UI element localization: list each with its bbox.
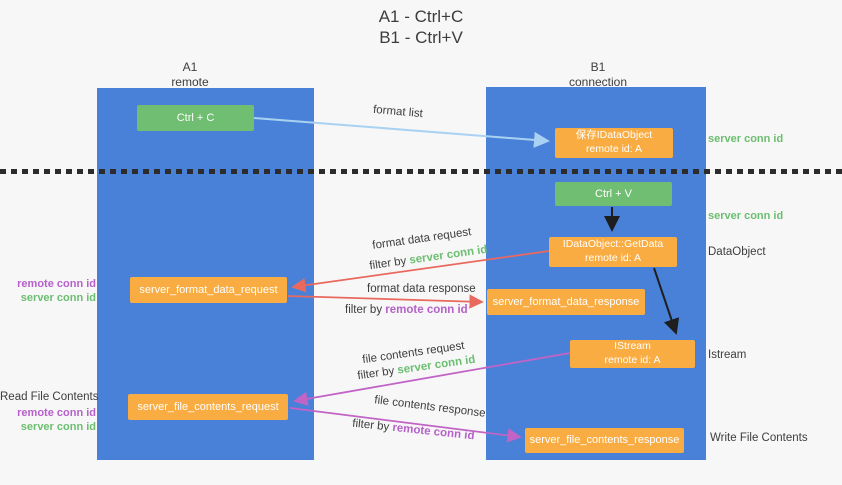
node-save-idataobject-line2: remote id: A (585, 143, 643, 155)
node-server-format-data-request: server_format_data_request (130, 277, 287, 303)
right-label-server-conn-id-2: server conn id (708, 210, 784, 222)
file-contents-response-arrow (289, 407, 522, 443)
node-ctrl-c: Ctrl + C (137, 105, 254, 131)
filter-by-text: filter by (345, 304, 383, 316)
node-getdata-line1: IDataObject::GetData (562, 238, 664, 251)
right-label-server-conn-id-1: server conn id (708, 133, 784, 145)
right-label-dataobject: DataObject (708, 246, 766, 258)
node-save-idataobject-line1: 保存IDataObject (575, 129, 653, 142)
node-istream-line1: IStream (614, 340, 651, 353)
lane-b1-role: connection (568, 74, 628, 89)
left-label-server-conn-id-1: server conn id (20, 292, 96, 304)
lane-header-a1: A1 remote (130, 60, 250, 89)
title-line-2: B1 - Ctrl+V (379, 27, 463, 47)
session-divider-dotted-line (0, 169, 842, 174)
lane-a1-role: remote (171, 74, 209, 89)
left-label-remote-conn-id-1: remote conn id (17, 278, 96, 290)
left-label-server-conn-id-2: server conn id (20, 421, 96, 433)
edge-label-filter-by-remote-conn-id-1: filter by remote conn id (345, 304, 468, 316)
title-line-1: A1 - Ctrl+C (378, 7, 464, 26)
format-data-request-arrow (291, 250, 550, 293)
node-save-idataobject: 保存IDataObject remote id: A (555, 128, 673, 158)
node-server-format-data-response: server_format_data_response (487, 289, 645, 315)
node-idataobject-getdata: IDataObject::GetData remote id: A (549, 237, 677, 267)
node-ctrl-v: Ctrl + V (555, 182, 672, 206)
node-istream-line2: remote id: A (604, 354, 661, 366)
getdata-to-istream-arrow (653, 267, 680, 335)
file-contents-request-arrow (293, 352, 571, 406)
lane-b1-name: B1 (590, 60, 606, 74)
left-label-remote-conn-id-2: remote conn id (17, 407, 96, 419)
node-server-file-contents-request: server_file_contents_request (128, 394, 288, 420)
right-label-istream: Istream (708, 349, 747, 361)
node-getdata-line2: remote id: A (584, 252, 642, 264)
edge-label-format-data-response: format data response (367, 283, 476, 295)
diagram-title: A1 - Ctrl+C B1 - Ctrl+V (0, 7, 842, 48)
node-istream: IStream remote id: A (570, 340, 695, 368)
lane-a1-name: A1 (182, 60, 198, 74)
format-list-arrow (253, 117, 550, 148)
lane-header-b1: B1 connection (538, 60, 658, 89)
node-server-file-contents-response: server_file_contents_response (525, 428, 684, 453)
remote-conn-id-text: remote conn id (385, 304, 468, 316)
right-label-write-file-contents: Write File Contents (710, 432, 808, 444)
left-label-read-file-contents: Read File Contents (0, 391, 99, 403)
format-data-response-arrow (287, 294, 484, 309)
